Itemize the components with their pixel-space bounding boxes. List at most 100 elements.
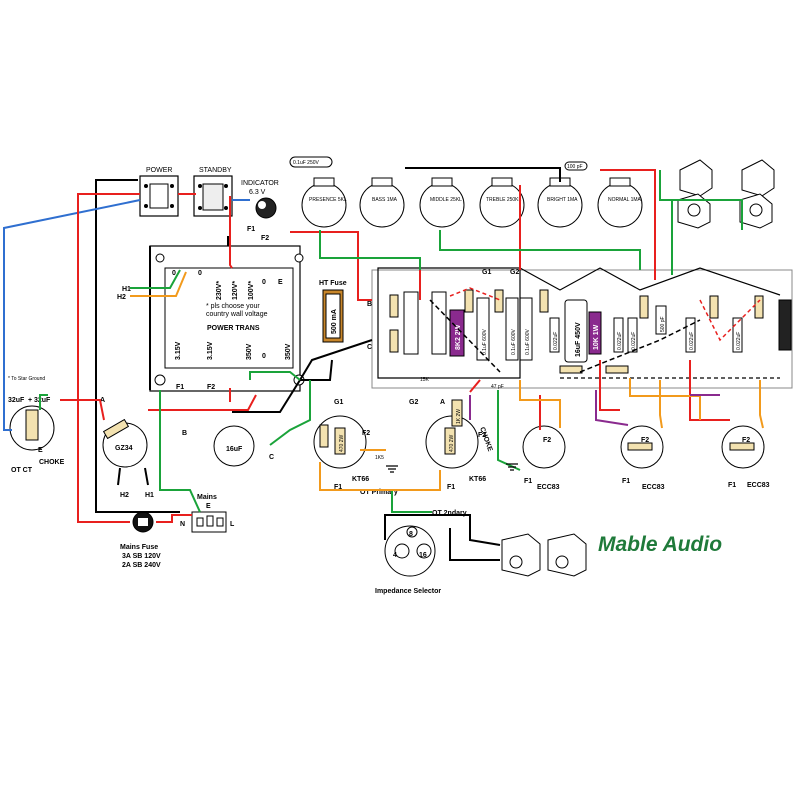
star-ground-label: * To Star Ground <box>8 376 45 382</box>
kt66-socket-1: G1 470 2W F2 F1 KT66 <box>313 399 370 491</box>
pt-f1-label: F1 <box>176 384 184 391</box>
res-10k-label: 10K 1W <box>593 324 600 350</box>
jack-icon <box>501 533 541 577</box>
kt66-2-g2: G2 <box>409 399 418 406</box>
gz34-b-label: B <box>182 430 187 437</box>
kt66-1-470: 470 2W <box>339 434 345 452</box>
ecc83-3-f2: F2 <box>742 437 750 444</box>
gz34-a-label: A <box>100 397 105 404</box>
ecc83-2-f2: F2 <box>641 437 649 444</box>
capacitor-icon <box>289 156 333 168</box>
mains-fuse-label: Mains Fuse <box>120 544 158 551</box>
imp-8-label: 8 <box>409 531 413 538</box>
kt66-2-f2: F2 <box>478 432 486 439</box>
imp-4-label: 4 <box>393 552 397 559</box>
power-label: POWER <box>146 167 172 174</box>
potentiometer-icon <box>537 182 583 228</box>
pot-treble-label: TREBLE 250KL <box>486 197 522 203</box>
mains-fuse: Mains Fuse 3A SB 120V 2A SB 240V <box>120 511 161 569</box>
ot-primary-label: OT Primary <box>360 489 398 496</box>
power-transformer: 0 0 230V* 120V* 100V* 0 E * pls choose y… <box>117 245 305 392</box>
mains-e-label: E <box>206 503 211 510</box>
pt-230v-label: 230V* <box>216 281 223 300</box>
capacitor-icon <box>476 297 490 361</box>
pot-presence: PRESENCE 5KL <box>301 177 347 228</box>
board-b-label: B <box>367 301 372 308</box>
pot-normal: NORMAL 1MA <box>597 177 643 228</box>
board-g2-label: G2 <box>510 269 519 276</box>
standby-label: STANDBY <box>199 167 232 174</box>
pt-e-label: E <box>278 279 283 286</box>
power-switch: POWER <box>139 167 179 217</box>
cap-01-600-c: 0.1uF 600V <box>525 328 531 355</box>
pt-zero-4: 0 <box>262 353 266 360</box>
capacitor-icon <box>213 425 255 467</box>
kt66-socket-2: G2 A 1K 2W 470 2W CHOKE F2 F1 KT66 1K5 <box>375 399 493 491</box>
pt-315v-a: 3.15V <box>175 341 182 360</box>
potentiometer-icon <box>301 182 347 228</box>
potentiometer-icon <box>419 182 465 228</box>
ecc83-1-label: ECC83 <box>537 484 560 491</box>
cap-plus: + <box>28 397 32 404</box>
gz34-socket: GZ34 A B H2 H1 <box>100 397 187 499</box>
cap-16uf-c-label: C <box>269 454 274 461</box>
resistor-icon <box>449 309 465 357</box>
mains-fuse-240: 2A SB 240V <box>122 562 161 569</box>
board-g1-label: G1 <box>482 269 491 276</box>
gz34-h2-label: H2 <box>120 492 129 499</box>
pot-middle: MIDDLE 25KL <box>419 177 465 228</box>
cap-01-600-b: 0.1uF 600V <box>511 328 517 355</box>
potentiometer-icon <box>479 182 525 228</box>
mains-l-label: L <box>230 521 235 528</box>
indicator-lamp: INDICATOR 6.3 V F1 F2 <box>241 180 279 242</box>
indicator-f2-label: F2 <box>261 235 269 242</box>
cap-32uf-b: 32uF <box>34 397 51 404</box>
res-15k-label: 15K <box>420 377 430 383</box>
kt66-1-f2: F2 <box>362 430 370 437</box>
kt66-2-f1: F1 <box>447 484 455 491</box>
ht-fuse-value: 500 mA <box>331 309 338 334</box>
impedance-selector-label: Impedance Selector <box>375 588 441 595</box>
pt-350v-b: 350V <box>285 343 292 360</box>
pt-zero-3: 0 <box>262 279 266 286</box>
pot-bright-label: BRIGHT 1MA <box>547 197 578 203</box>
kt66-2-1k: 1K 2W <box>456 409 462 424</box>
turret-board: B C G1 G2 8K2 2W 0.1uF 600V 0.1uF 600V 0… <box>367 269 793 390</box>
cap-0022-a: 0.022uF <box>553 332 559 350</box>
ht-fuse-label: HT Fuse <box>319 280 347 287</box>
indicator-label: INDICATOR <box>241 180 279 187</box>
pt-note-2: country wall voltage <box>206 311 268 318</box>
kt66-2-label: KT66 <box>469 476 486 483</box>
board-c-label: C <box>367 344 372 351</box>
pt-zero-2: 0 <box>198 270 202 277</box>
ecc83-socket-3: F2 F1 ECC83 <box>721 425 770 489</box>
mains-fuse-120: 3A SB 120V <box>122 553 161 560</box>
pt-zero-1: 0 <box>172 270 176 277</box>
pt-f2-label: F2 <box>207 384 215 391</box>
top-capacitor: 0.1uF 250V <box>289 156 333 168</box>
cap-01-600-a: 0.1uF 600V <box>482 328 488 355</box>
ecc83-1-f1: F1 <box>524 478 532 485</box>
top-capacitor-label: 0.1uF 250V <box>293 160 320 166</box>
pot-presence-label: PRESENCE 5KL <box>309 197 347 203</box>
kt66-1-label: KT66 <box>352 476 369 483</box>
ht-fuse: HT Fuse 500 mA <box>319 280 347 343</box>
ecc83-3-label: ECC83 <box>747 482 770 489</box>
imp-16-label: 16 <box>419 552 427 559</box>
pt-100v-label: 100V* <box>248 281 255 300</box>
cap-100pf-label: 100 pF <box>567 164 583 170</box>
gz34-h1-label: H1 <box>145 492 154 499</box>
mains-n-label: N <box>180 521 185 528</box>
impedance-selector: OT 2ndary 4 8 16 Impedance Selector <box>375 510 467 595</box>
ground-icon <box>386 463 518 473</box>
capacitor-icon <box>403 291 419 355</box>
standby-switch: STANDBY <box>193 167 233 217</box>
pt-h2-label: H2 <box>117 294 126 301</box>
pt-120v-label: 120V* <box>232 281 239 300</box>
jack-icon <box>547 533 587 577</box>
indicator-voltage: 6.3 V <box>249 189 266 196</box>
filter-caps: * To Star Ground 32uF + 32uF E CHOKE OT … <box>8 376 65 474</box>
pot-bright: 100 pF BRIGHT 1MA <box>537 161 588 228</box>
ecc83-2-f1: F1 <box>622 478 630 485</box>
